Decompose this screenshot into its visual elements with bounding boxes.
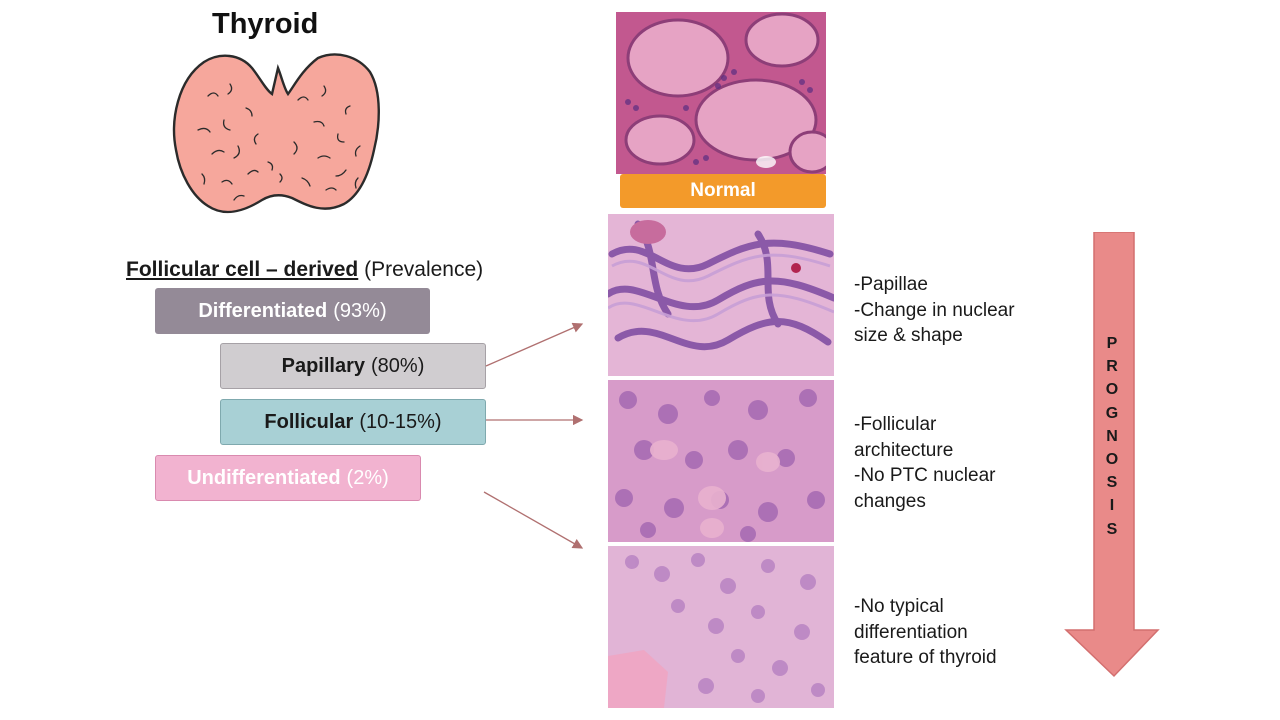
prognosis-letter: N bbox=[1106, 427, 1118, 445]
description-undifferentiated: -No typical differentiation feature of t… bbox=[854, 594, 997, 671]
prognosis-letter: O bbox=[1105, 381, 1119, 399]
description-line: size & shape bbox=[854, 325, 963, 346]
prognosis-letter: G bbox=[1105, 404, 1119, 422]
diagram-title: Thyroid bbox=[212, 8, 319, 40]
category-name: Differentiated bbox=[198, 299, 328, 322]
arrow-papillary bbox=[485, 322, 584, 367]
arrow-undifferentiated bbox=[483, 491, 584, 549]
prognosis-letter: P bbox=[1106, 335, 1118, 352]
category-box-differentiated: Differentiated (93%) bbox=[155, 288, 430, 334]
description-line: -Follicular bbox=[854, 414, 937, 435]
section-heading-qualifier: (Prevalence) bbox=[364, 258, 484, 281]
description-line: -Change in nuclear bbox=[854, 299, 1015, 321]
category-name: Undifferentiated bbox=[187, 466, 341, 489]
category-percent: (93%) bbox=[333, 299, 387, 322]
description-line: differentiation bbox=[854, 621, 968, 643]
description-line: feature of thyroid bbox=[854, 647, 997, 668]
connector-arrows bbox=[483, 322, 584, 549]
prognosis-letter: I bbox=[1109, 497, 1115, 515]
section-heading: Follicular cell – derived (Prevalence) bbox=[126, 258, 483, 282]
prognosis-label: P R O G N O S I S bbox=[1098, 332, 1126, 541]
prognosis-letter: R bbox=[1106, 358, 1118, 376]
category-name: Follicular bbox=[264, 410, 354, 433]
histology-image-papillary bbox=[608, 214, 834, 376]
category-box-follicular: Follicular (10-15%) bbox=[220, 399, 486, 445]
description-line: -No PTC nuclear bbox=[854, 465, 996, 486]
histology-image-undifferentiated bbox=[608, 546, 834, 708]
prognosis-letter: S bbox=[1106, 474, 1118, 492]
prognosis-letter: S bbox=[1106, 520, 1118, 538]
histology-image-normal bbox=[616, 12, 826, 174]
description-line: architecture bbox=[854, 439, 954, 461]
section-heading-main: Follicular cell – derived bbox=[126, 258, 359, 281]
category-percent: (10-15%) bbox=[359, 410, 442, 433]
category-percent: (2%) bbox=[346, 466, 389, 489]
description-follicular: -Follicular architecture -No PTC nuclear… bbox=[854, 412, 996, 514]
histology-image-follicular bbox=[608, 380, 834, 542]
thyroid-gland-illustration bbox=[172, 53, 380, 214]
prognosis-arrow bbox=[1064, 232, 1160, 678]
description-line: -No typical bbox=[854, 596, 944, 617]
category-name: Papillary bbox=[281, 354, 366, 377]
description-papillary: -Papillae -Change in nuclear size & shap… bbox=[854, 272, 1015, 349]
category-box-papillary: Papillary (80%) bbox=[220, 343, 486, 389]
prognosis-letter: O bbox=[1105, 451, 1119, 469]
normal-label: Normal bbox=[620, 174, 826, 208]
description-line: -Papillae bbox=[854, 274, 928, 295]
description-line: changes bbox=[854, 490, 926, 512]
category-box-undifferentiated: Undifferentiated (2%) bbox=[155, 455, 421, 501]
category-percent: (80%) bbox=[371, 354, 425, 377]
